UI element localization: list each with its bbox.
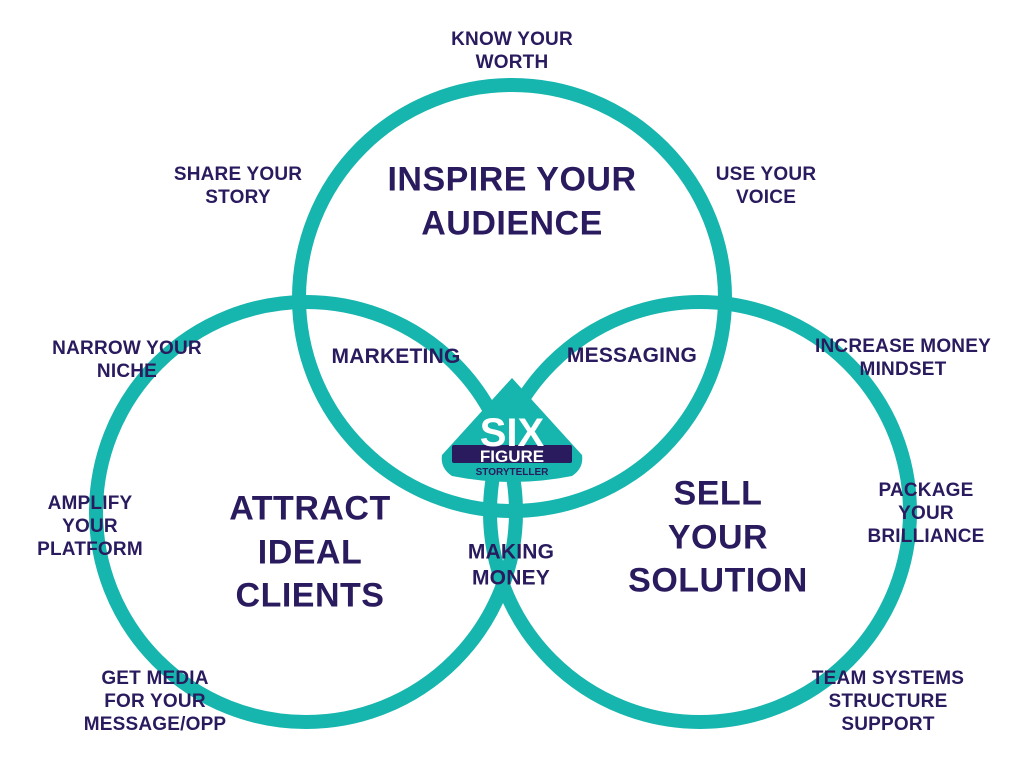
label-share-your-story: SHARE YOUR STORY	[174, 163, 302, 209]
label-narrow-your-niche: NARROW YOUR NICHE	[52, 337, 202, 383]
outer-label-line: BRILLIANCE	[867, 526, 985, 548]
label-package-your-brilliance: PACKAGE YOUR BRILLIANCE	[867, 479, 984, 549]
outer-label-line: PACKAGE	[878, 480, 974, 502]
circle-title-attract-line: IDEAL	[257, 533, 363, 572]
overlap-label-line: MAKING	[467, 540, 555, 564]
outer-label-line: YOUR	[62, 516, 118, 538]
logo-six-text: SIX	[480, 411, 545, 455]
outer-label-line: MINDSET	[859, 359, 947, 380]
outer-label-line: SUPPORT	[841, 714, 935, 736]
circle-title-attract-line: ATTRACT	[229, 489, 391, 528]
outer-label-line: STRUCTURE	[828, 691, 948, 713]
label-amplify-your-platform: AMPLIFY YOUR PLATFORM	[37, 492, 143, 562]
circle-title-inspire: INSPIRE YOUR AUDIENCE	[387, 158, 636, 245]
logo-band	[452, 445, 572, 463]
outer-label-line: NICHE	[96, 361, 158, 382]
circle-sell	[483, 295, 917, 729]
overlap-label-marketing: MARKETING	[332, 344, 461, 370]
overlap-label-line: MESSAGING	[566, 344, 698, 368]
overlap-label-messaging: MESSAGING	[567, 343, 697, 369]
label-know-your-worth: KNOW YOUR WORTH	[451, 28, 573, 74]
label-increase-money-mindset: INCREASE MONEY MINDSET	[815, 335, 991, 381]
logo-figure-text: FIGURE	[480, 447, 544, 466]
circle-title-inspire-line: AUDIENCE	[421, 204, 603, 242]
outer-label-line: STORY	[205, 187, 271, 208]
circle-title-sell-line: SOLUTION	[628, 561, 808, 600]
logo-storyteller-text: STORYTELLER	[476, 467, 550, 478]
outer-label-line: MESSAGE/OPP	[83, 714, 227, 736]
circle-title-attract-line: CLIENTS	[235, 576, 385, 615]
outer-label-line: WORTH	[475, 52, 549, 73]
label-get-media: GET MEDIA FOR YOUR MESSAGE/OPP	[84, 667, 227, 737]
outer-label-line: USE YOUR	[715, 163, 817, 185]
circle-title-attract: ATTRACT IDEAL CLIENTS	[229, 488, 391, 619]
outer-label-line: NARROW YOUR	[52, 337, 202, 359]
overlap-label-line: MARKETING	[331, 345, 461, 369]
outer-label-line: INCREASE MONEY	[815, 335, 991, 357]
circle-title-sell-line: YOUR	[667, 518, 769, 557]
outer-label-line: AMPLIFY	[47, 493, 133, 515]
circle-title-inspire-line: INSPIRE YOUR	[387, 160, 637, 199]
outer-label-line: SHARE YOUR	[173, 163, 303, 185]
outer-label-line: FOR YOUR	[104, 691, 206, 713]
circle-title-sell: SELL YOUR SOLUTION	[628, 473, 808, 604]
outer-label-line: KNOW YOUR	[451, 28, 573, 50]
circle-title-sell-line: SELL	[673, 474, 763, 513]
six-figure-storyteller-logo: SIX FIGURE STORYTELLER	[441, 378, 583, 482]
circle-attract	[89, 295, 523, 729]
outer-label-line: GET MEDIA	[101, 668, 209, 690]
overlap-label-line: MONEY	[471, 566, 551, 589]
label-team-systems: TEAM SYSTEMS STRUCTURE SUPPORT	[812, 667, 964, 737]
label-use-your-voice: USE YOUR VOICE	[716, 163, 817, 209]
outer-label-line: VOICE	[735, 187, 797, 208]
outer-label-line: YOUR	[898, 503, 954, 525]
overlap-label-making-money: MAKING MONEY	[468, 539, 554, 590]
outer-label-line: PLATFORM	[37, 539, 143, 561]
outer-label-line: TEAM SYSTEMS	[811, 668, 965, 690]
